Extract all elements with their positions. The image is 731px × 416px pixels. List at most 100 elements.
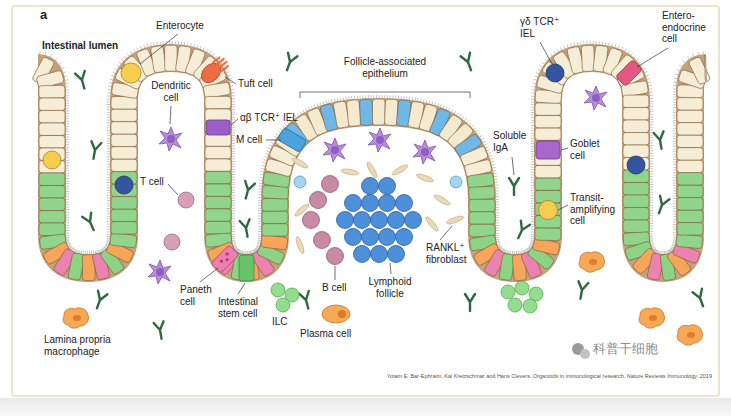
epithelial-cell — [205, 96, 231, 109]
epithelial-cell — [39, 135, 65, 148]
callout-label-holder: Soluble IgA — [493, 130, 526, 153]
epithelial-cell — [111, 122, 137, 135]
callout-label: T cell — [140, 176, 164, 188]
lymphoid-follicle — [362, 229, 379, 246]
brush-border — [40, 41, 704, 254]
lymphoid-follicle — [379, 195, 396, 212]
leader-line — [512, 157, 514, 175]
immune-cell — [159, 127, 182, 151]
epithelial-cell — [469, 212, 495, 225]
epithelial-cell — [623, 95, 649, 108]
immune-cell — [323, 138, 346, 162]
special-cell — [277, 127, 307, 152]
lymphoid-follicle — [396, 195, 413, 212]
special-cell — [211, 245, 239, 273]
citation-caption-holder: Yotam E. Bar-Ephraim, Kai Kretzschmar an… — [387, 373, 712, 379]
callout-label-holder: Transit-amplifying cell — [570, 192, 615, 227]
epithelial-cell — [111, 147, 137, 160]
epithelium — [38, 58, 706, 268]
callout-label: αβ TCR⁺ IEL — [240, 112, 298, 124]
callout-label: Plasma cell — [300, 328, 351, 340]
epithelial-cell — [535, 103, 561, 116]
special-cell — [211, 245, 239, 273]
epithelial-cell — [372, 99, 385, 125]
epithelial-cell — [205, 109, 231, 122]
epithelial-cell — [677, 198, 703, 211]
frame — [0, 398, 731, 416]
epithelial-cell — [39, 85, 65, 98]
callout-label-holder: Entero-endocrine cell — [662, 10, 706, 45]
epithelial-cell — [39, 210, 65, 223]
epithelial-cell — [677, 148, 703, 161]
epithelial-cell — [205, 184, 231, 197]
callout-label-holder: B cell — [322, 282, 346, 294]
special-cell — [616, 60, 643, 87]
epithelial-cell — [468, 186, 495, 200]
special-cell — [225, 252, 229, 256]
callout-label-holder: a — [40, 8, 47, 23]
special-cell — [198, 54, 231, 87]
special-cell — [121, 63, 141, 83]
epithelial-cell — [623, 183, 649, 196]
antibody — [154, 321, 167, 339]
leader-line — [335, 266, 336, 280]
citation-caption: Yotam E. Bar-Ephraim, Kai Kretzschmar an… — [387, 373, 712, 379]
antibody — [654, 196, 669, 215]
epithelial-cell — [205, 134, 231, 147]
lymphoid-follicle — [405, 212, 422, 229]
epithelial-cell — [262, 211, 288, 224]
callout-label-holder: Paneth cell — [180, 284, 212, 307]
antibody — [82, 213, 98, 233]
callout-label: Tuft cell — [238, 78, 273, 90]
epithelial-cell — [205, 196, 231, 209]
antibody — [92, 291, 107, 310]
fibroblast — [341, 168, 360, 176]
callout-label: Transit-amplifying cell — [570, 192, 615, 227]
leader-line — [170, 106, 171, 124]
antibody — [75, 71, 89, 90]
special-cell — [546, 64, 564, 82]
callout-label: Intestinal stem cell — [218, 296, 258, 319]
epithelial-cell — [111, 159, 137, 172]
epithelial-cell — [677, 173, 703, 186]
immune-cell — [501, 285, 515, 299]
epithelial-cell — [677, 160, 703, 173]
leader-line — [238, 283, 245, 294]
callout-label: Soluble IgA — [493, 130, 526, 153]
immune-cell — [508, 298, 522, 312]
epithelial-cell — [535, 165, 561, 178]
epithelial-cell — [39, 173, 65, 186]
leader-line — [637, 48, 668, 67]
special-cell — [239, 255, 254, 281]
epithelial-cell — [535, 178, 561, 191]
callout-label-holder: T cell — [140, 176, 164, 188]
leader-line — [266, 140, 281, 141]
immune-cell — [178, 192, 194, 208]
immune-cell — [368, 128, 391, 152]
b-cell — [310, 192, 327, 209]
callout-label-holder: Dendritic cell — [151, 80, 190, 103]
epithelial-cell — [705, 55, 707, 81]
antibody — [461, 53, 476, 72]
epithelial-cell — [165, 45, 178, 71]
callout-label: Lamina propria macrophage — [44, 334, 124, 357]
lymphoid-follicle — [362, 178, 379, 195]
callout-label-holder: Lymphoid follicle — [369, 276, 412, 299]
epithelial-cell — [677, 185, 703, 198]
lymphoid-follicle — [388, 212, 405, 229]
leader-line — [558, 205, 568, 210]
leader-line — [200, 268, 218, 282]
callout-label: a — [40, 8, 47, 23]
epithelial-cell — [111, 209, 137, 222]
antibody — [282, 53, 297, 72]
lymphoid-follicle — [371, 212, 388, 229]
immune-cell — [413, 140, 436, 164]
special-cell — [627, 156, 645, 174]
fibroblast — [291, 156, 464, 254]
immune-cell — [523, 299, 537, 313]
antibody — [509, 178, 519, 195]
callout-label: Entero-endocrine cell — [662, 10, 706, 45]
leader-line — [225, 77, 236, 84]
epithelial-cell — [623, 195, 649, 208]
epithelial-cell — [677, 135, 703, 148]
